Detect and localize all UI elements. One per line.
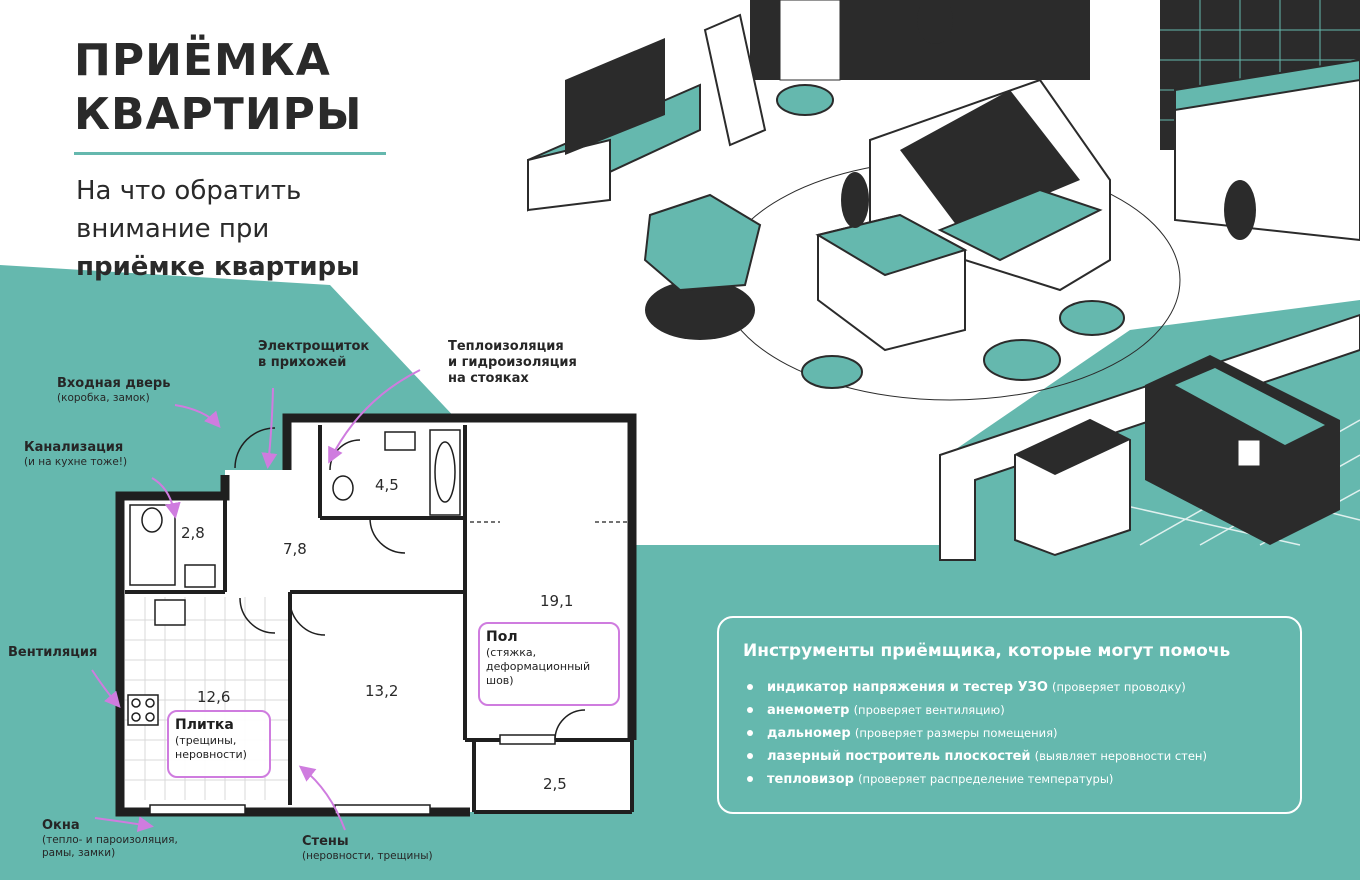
label-insulation: Теплоизоляция и гидроизоляция на стояках bbox=[448, 339, 577, 387]
label-insulation-line-1: Теплоизоляция bbox=[448, 339, 564, 354]
label-windows-note-1: (тепло- и пароизоляция, bbox=[42, 834, 178, 846]
label-insulation-line-2: и гидроизоляция bbox=[448, 355, 577, 370]
label-entrance-door-title: Входная дверь bbox=[57, 376, 171, 391]
tool-note: (проверяет размеры помещения) bbox=[854, 726, 1058, 740]
list-item: анемометр (проверяет вентиляцию) bbox=[743, 699, 1276, 722]
callout-floor-note-2: деформационный bbox=[486, 660, 591, 673]
callout-floor-title: Пол bbox=[486, 629, 518, 645]
list-item: дальномер (проверяет размеры помещения) bbox=[743, 722, 1276, 745]
tools-list: индикатор напряжения и тестер УЗО (прове… bbox=[743, 676, 1276, 791]
label-insulation-line-3: на стояках bbox=[448, 371, 529, 386]
tool-note: (проверяет распределение температуры) bbox=[858, 772, 1114, 786]
subtitle-line-2: внимание при bbox=[76, 214, 270, 244]
tool-name: анемометр bbox=[767, 703, 850, 718]
label-windows-title: Окна bbox=[42, 818, 80, 833]
page-title: ПРИЁМКА КВАРТИРЫ bbox=[74, 34, 362, 142]
title-line-1: ПРИЁМКА bbox=[74, 35, 331, 86]
label-walls: Стены (неровности, трещины) bbox=[302, 834, 433, 863]
label-sewage-note: (и на кухне тоже!) bbox=[24, 456, 128, 468]
subtitle-line-1: На что обратить bbox=[76, 176, 302, 206]
label-ventilation-title: Вентиляция bbox=[8, 645, 98, 660]
room-area-hall: 7,8 bbox=[283, 540, 307, 558]
room-area-bedroom: 19,1 bbox=[540, 592, 574, 610]
label-windows: Окна (тепло- и пароизоляция, рамы, замки… bbox=[42, 818, 178, 860]
label-electrical-panel: Электрощиток в прихожей bbox=[258, 339, 369, 371]
label-sewage: Канализация (и на кухне тоже!) bbox=[24, 440, 127, 469]
tools-title: Инструменты приёмщика, которые могут пом… bbox=[743, 641, 1231, 661]
tool-name: тепловизор bbox=[767, 772, 854, 787]
callout-tile: Плитка (трещины, неровности) bbox=[167, 710, 271, 778]
callout-tile-title: Плитка bbox=[175, 717, 234, 733]
tool-name: лазерный построитель плоскостей bbox=[767, 749, 1031, 764]
label-ventilation: Вентиляция bbox=[8, 645, 97, 661]
callout-tile-note-1: (трещины, bbox=[175, 734, 237, 747]
list-item: индикатор напряжения и тестер УЗО (прове… bbox=[743, 676, 1276, 699]
label-electrical-panel-line-1: Электрощиток bbox=[258, 339, 370, 354]
tool-name: дальномер bbox=[767, 726, 851, 741]
room-area-living: 13,2 bbox=[365, 682, 399, 700]
tool-note: (выявляет неровности стен) bbox=[1034, 749, 1207, 763]
tool-note: (проверяет вентиляцию) bbox=[853, 703, 1005, 717]
callout-floor-note-1: (стяжка, bbox=[486, 646, 537, 659]
label-entrance-door-note: (коробка, замок) bbox=[57, 392, 150, 404]
label-entrance-door: Входная дверь (коробка, замок) bbox=[57, 376, 170, 405]
room-area-balcony: 2,5 bbox=[543, 775, 567, 793]
room-area-kitchen: 12,6 bbox=[197, 688, 231, 706]
page-subtitle: На что обратить внимание при приёмке ква… bbox=[76, 172, 360, 286]
list-item: тепловизор (проверяет распределение темп… bbox=[743, 768, 1276, 791]
callout-floor: Пол (стяжка, деформационный шов) bbox=[478, 622, 620, 706]
label-walls-note: (неровности, трещины) bbox=[302, 850, 433, 862]
label-windows-note-2: рамы, замки) bbox=[42, 847, 116, 859]
label-walls-title: Стены bbox=[302, 834, 349, 849]
label-sewage-title: Канализация bbox=[24, 440, 124, 455]
label-electrical-panel-line-2: в прихожей bbox=[258, 355, 347, 370]
callout-tile-note-2: неровности) bbox=[175, 748, 247, 761]
list-item: лазерный построитель плоскостей (выявляе… bbox=[743, 745, 1276, 768]
tools-panel: Инструменты приёмщика, которые могут пом… bbox=[717, 616, 1302, 814]
tool-note: (проверяет проводку) bbox=[1052, 680, 1186, 694]
subtitle-line-3: приёмке квартиры bbox=[76, 252, 360, 282]
title-line-2: КВАРТИРЫ bbox=[74, 89, 363, 140]
room-area-bathroom: 2,8 bbox=[181, 524, 205, 542]
tool-name: индикатор напряжения и тестер УЗО bbox=[767, 680, 1048, 695]
callout-floor-note-3: шов) bbox=[486, 674, 514, 687]
title-divider bbox=[74, 152, 386, 155]
room-area-toilet: 4,5 bbox=[375, 476, 399, 494]
